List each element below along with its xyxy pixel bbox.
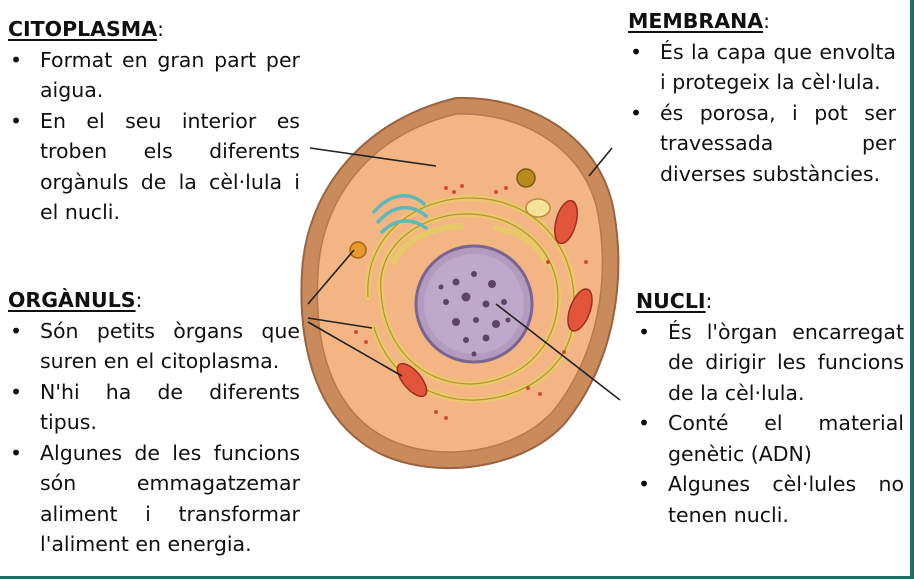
membrana-item: És la capa que envolta i protegeix la cè… <box>628 37 896 98</box>
mitochondria <box>396 199 593 398</box>
citoplasma-section: CITOPLASMA: Format en gran part per aigu… <box>8 14 300 228</box>
nucli-item: Algunes cèl·lules no tenen nucli. <box>636 469 904 530</box>
pointer-organul-1 <box>307 249 355 305</box>
bottom-accent-border <box>0 576 914 579</box>
nucli-heading: NUCLI: <box>636 289 713 313</box>
ribosomes <box>354 184 588 420</box>
citoplasma-item: Format en gran part per aigua. <box>8 45 300 106</box>
citoplasma-list: Format en gran part per aigua. En el seu… <box>8 45 300 228</box>
right-accent-border <box>910 0 914 579</box>
pointer-organul-3 <box>307 321 403 377</box>
organuls-item: N'hi ha de diferents tipus. <box>8 377 300 438</box>
nucli-item: És l'òrgan encarregat de dirigir les fun… <box>636 317 904 409</box>
golgi-apparatus <box>372 194 428 234</box>
organuls-item: Són petits òrgans que suren en el citopl… <box>8 316 300 377</box>
pointer-nucli <box>495 303 621 401</box>
nucleus-chromatin <box>438 271 511 357</box>
nucli-section: NUCLI: És l'òrgan encarregat de dirigir … <box>636 286 904 530</box>
organuls-heading: ORGÀNULS: <box>8 288 143 312</box>
pointer-organul-2 <box>307 317 373 329</box>
membrana-section: MEMBRANA: És la capa que envolta i prote… <box>628 6 896 189</box>
pointer-citoplasma <box>309 147 437 167</box>
organuls-section: ORGÀNULS: Són petits òrgans que suren en… <box>8 285 300 560</box>
membrana-list: És la capa que envolta i protegeix la cè… <box>628 37 896 190</box>
nucli-item: Conté el material genètic (ADN) <box>636 408 904 469</box>
nucli-list: És l'òrgan encarregat de dirigir les fun… <box>636 317 904 531</box>
citoplasma-item: En el seu interior es troben els diferen… <box>8 106 300 228</box>
membrana-item: és porosa, i pot ser travessada per dive… <box>628 98 896 190</box>
organuls-item: Algunes de les funcions són emmagatzemar… <box>8 438 300 560</box>
vesicles <box>349 168 551 259</box>
membrana-heading: MEMBRANA: <box>628 9 771 33</box>
citoplasma-heading: CITOPLASMA: <box>8 17 164 41</box>
pointer-membrana <box>588 147 613 177</box>
organuls-list: Són petits òrgans que suren en el citopl… <box>8 316 300 560</box>
